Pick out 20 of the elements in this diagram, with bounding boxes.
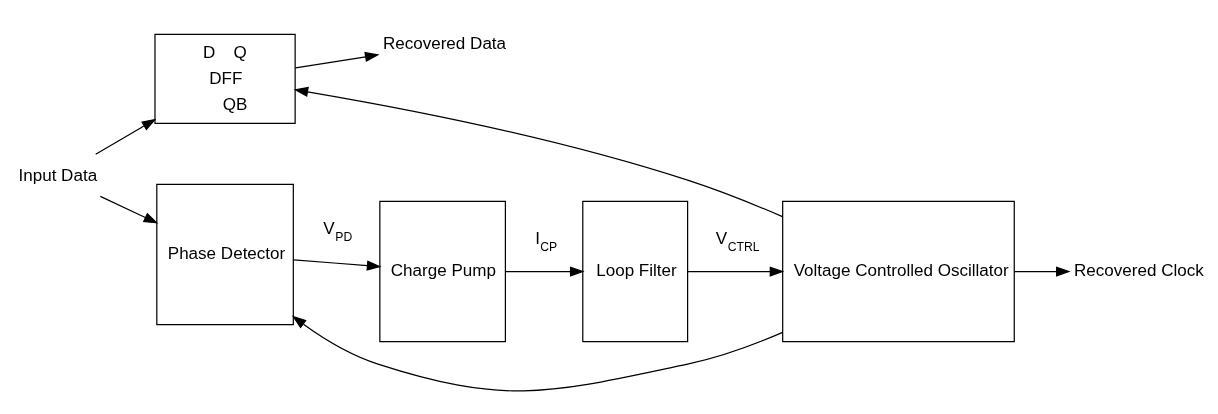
arrow xyxy=(294,51,380,69)
arrow xyxy=(99,195,159,224)
edge-label: V$_{CTRL}$ xyxy=(715,228,760,254)
node-text: Input Data xyxy=(18,165,98,185)
edge-label: V$_{PD}$ xyxy=(323,218,353,244)
node-box: Loop Filter xyxy=(582,200,689,343)
arrow xyxy=(687,266,785,277)
node-box: Phase Detector xyxy=(156,183,294,326)
arrow xyxy=(293,86,783,218)
node-box: Voltage Controlled Oscillator xyxy=(782,200,1015,343)
arrow xyxy=(291,315,784,392)
edge-label: I$_{CP}$ xyxy=(535,228,558,254)
arrow xyxy=(293,259,382,271)
node-box: Charge Pump xyxy=(379,200,506,343)
arrow xyxy=(1013,266,1071,277)
node-text: Recovered Data xyxy=(382,34,507,54)
arrow xyxy=(95,118,157,155)
node-text: Recovered Clock xyxy=(1073,261,1204,281)
arrow xyxy=(504,266,585,277)
node-box: D Q DFF QB xyxy=(154,33,296,125)
